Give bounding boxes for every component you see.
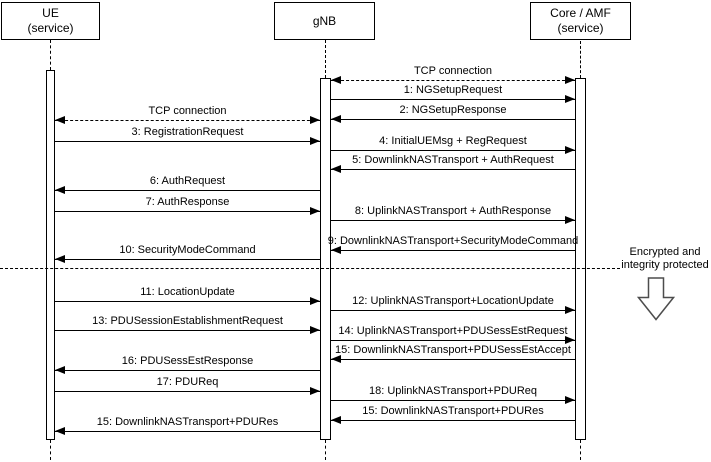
lifeline-gnb-bottom [325, 440, 326, 460]
message-line [331, 169, 575, 170]
arrowhead-right-icon [310, 297, 320, 305]
actor-name-ue: UE [42, 6, 59, 20]
message-line [331, 220, 575, 221]
arrowhead-left-icon [55, 255, 65, 263]
message-label: 9: DownlinkNASTransport+SecurityModeComm… [327, 235, 579, 247]
encryption-note-line1: Encrypted and [629, 246, 701, 258]
message-label: 2: NGSetupResponse [399, 104, 507, 116]
message-line [331, 119, 575, 120]
actor-box-ue: UE (service) [1, 2, 100, 40]
arrowhead-left-icon [331, 115, 341, 123]
actor-box-core: Core / AMF (service) [530, 2, 631, 40]
message-label: 14: UplinkNASTransport+PDUSessEstRequest [338, 325, 568, 337]
arrowhead-right-icon [565, 146, 575, 154]
actor-sub-core: (service) [557, 21, 604, 35]
actor-name-core: Core / AMF [550, 6, 611, 20]
message-label: 4: InitialUEMsg + RegRequest [379, 135, 527, 147]
activation-bar-core [575, 78, 586, 440]
message-line [331, 359, 575, 360]
activation-bar-ue [46, 70, 55, 440]
message-label: 1: NGSetupRequest [403, 84, 503, 96]
arrowhead-right-icon [310, 116, 320, 124]
message-label: 15: DownlinkNASTransport+PDURes [362, 405, 544, 417]
message-line [331, 250, 575, 251]
lifeline-ue-bottom [50, 440, 51, 460]
message-label: 3: RegistrationRequest [131, 126, 244, 138]
actor-sub-ue: (service) [27, 21, 74, 35]
arrowhead-right-icon [565, 336, 575, 344]
arrowhead-left-icon [331, 165, 341, 173]
message-line [55, 391, 320, 392]
message-line [55, 370, 320, 371]
message-label: 7: AuthResponse [145, 196, 230, 208]
message-line [55, 301, 320, 302]
message-line [331, 420, 575, 421]
arrowhead-left-icon [55, 186, 65, 194]
message-label: 12: UplinkNASTransport+LocationUpdate [352, 295, 554, 307]
message-label: 8: UplinkNASTransport + AuthResponse [354, 205, 552, 217]
message-line [55, 120, 320, 121]
arrowhead-right-icon [565, 396, 575, 404]
message-label: 5: DownlinkNASTransport + AuthRequest [352, 154, 554, 166]
message-label: 16: PDUSessEstResponse [121, 355, 254, 367]
lifeline-ue-top [50, 40, 51, 70]
message-line [331, 340, 575, 341]
message-line [55, 211, 320, 212]
message-line [331, 80, 575, 81]
down-arrow-shape [637, 277, 675, 321]
message-label: TCP connection [413, 65, 493, 77]
message-label: 13: PDUSessionEstablishmentRequest [92, 315, 283, 327]
arrowhead-left-icon [331, 246, 341, 254]
actor-name-gnb: gNB [312, 13, 337, 28]
message-label: 18: UplinkNASTransport+PDUReq [368, 385, 538, 397]
message-line [55, 190, 320, 191]
arrowhead-left-icon [55, 116, 65, 124]
message-label: 6: AuthRequest [149, 175, 226, 187]
encryption-separator-line [0, 268, 620, 269]
message-label: 17: PDUReq [156, 376, 219, 388]
message-label: 15: DownlinkNASTransport+PDUSessEstAccep… [335, 344, 571, 356]
activation-bar-gnb [320, 78, 331, 440]
encryption-note: Encrypted and integrity protected [618, 246, 711, 272]
lifeline-gnb-top [325, 40, 326, 78]
message-label: 15: DownlinkNASTransport+PDURes [96, 416, 279, 428]
message-line [331, 150, 575, 151]
arrowhead-right-icon [565, 216, 575, 224]
message-line [331, 99, 575, 100]
encryption-note-line2: integrity protected [621, 259, 709, 271]
lifeline-core-top [580, 41, 581, 78]
arrowhead-right-icon [565, 76, 575, 84]
message-line [55, 259, 320, 260]
arrowhead-right-icon [310, 387, 320, 395]
arrowhead-left-icon [55, 427, 65, 435]
arrowhead-right-icon [310, 137, 320, 145]
arrowhead-right-icon [310, 207, 320, 215]
message-line [55, 431, 320, 432]
message-line [55, 141, 320, 142]
arrowhead-left-icon [331, 76, 341, 84]
actor-box-gnb: gNB [274, 2, 375, 40]
down-arrow-icon [637, 277, 675, 321]
arrowhead-left-icon [331, 355, 341, 363]
message-label: TCP connection [148, 105, 227, 117]
lifeline-core-bottom [580, 440, 581, 460]
message-line [331, 400, 575, 401]
arrowhead-right-icon [310, 326, 320, 334]
arrowhead-left-icon [55, 366, 65, 374]
message-line [55, 330, 320, 331]
message-line [331, 310, 575, 311]
arrowhead-right-icon [565, 306, 575, 314]
arrowhead-right-icon [565, 95, 575, 103]
message-label: 11: LocationUpdate [140, 286, 235, 298]
arrowhead-left-icon [331, 416, 341, 424]
message-label: 10: SecurityModeCommand [119, 244, 256, 256]
